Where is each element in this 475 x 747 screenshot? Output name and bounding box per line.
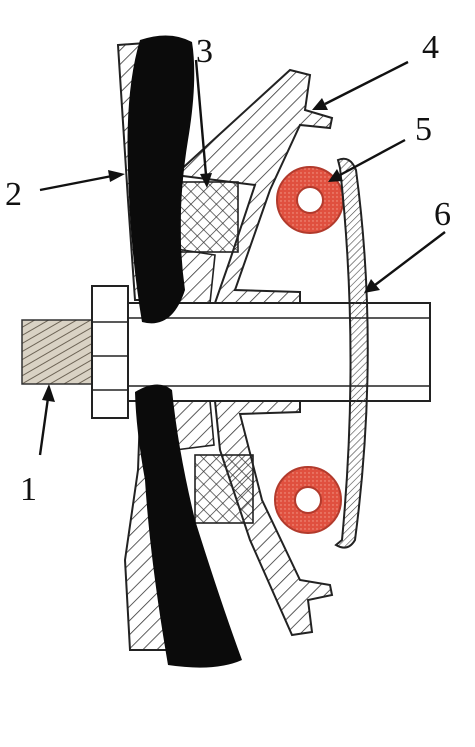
black-seal-upper xyxy=(127,35,195,324)
black-seal-lower xyxy=(135,384,242,668)
leader-line-4 xyxy=(312,60,409,110)
clamp-body-upper xyxy=(172,68,334,304)
leader-line-5 xyxy=(328,138,406,182)
ring-seal-lower xyxy=(274,466,342,534)
leader-line-6 xyxy=(364,231,446,293)
shaft xyxy=(124,302,431,402)
callout-label-5: 5 xyxy=(415,111,432,148)
callout-label-2: 2 xyxy=(5,176,22,213)
pad-upper xyxy=(179,181,239,253)
leader-line-3 xyxy=(194,59,212,188)
curved-disc xyxy=(334,157,369,549)
pad-lower xyxy=(194,454,254,524)
callout-label-1: 1 xyxy=(20,471,37,508)
callout-label-3: 3 xyxy=(196,33,213,70)
threaded-stud xyxy=(21,319,95,385)
callout-label-4: 4 xyxy=(422,29,439,66)
hex-nut xyxy=(91,285,129,419)
callout-label-6: 6 xyxy=(434,196,451,233)
leader-line-2 xyxy=(39,170,125,192)
ring-seal-upper xyxy=(276,166,344,234)
leader-line-1 xyxy=(38,384,55,456)
